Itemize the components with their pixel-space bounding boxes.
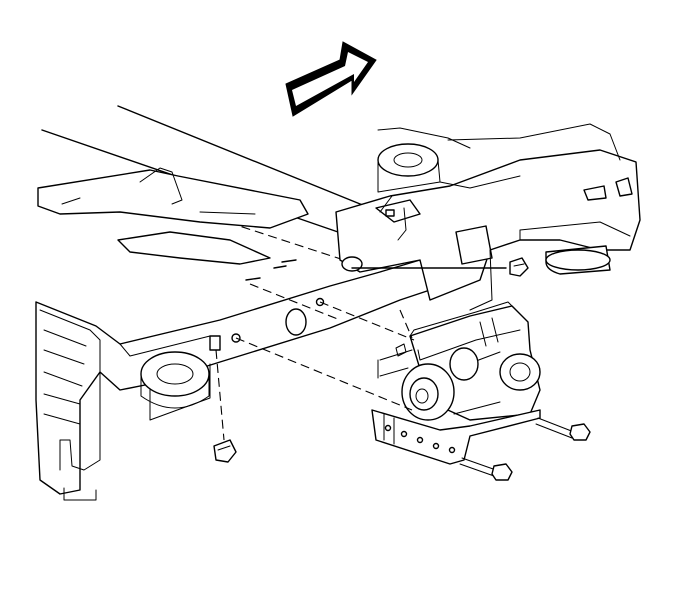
- frame-crossmember: [37, 167, 309, 265]
- retaining-nut: [213, 439, 237, 463]
- direction-arrow: [285, 41, 377, 117]
- mounting-bolt: [459, 457, 513, 481]
- hydraulic-pump-assembly: [377, 301, 541, 421]
- vehicle-frame: [35, 259, 431, 501]
- mounting-bolt: [535, 417, 591, 441]
- alignment-lines: [215, 267, 507, 441]
- retaining-nut: [509, 257, 529, 277]
- frame-side-rail: [335, 123, 641, 311]
- mounting-bracket: [371, 409, 541, 465]
